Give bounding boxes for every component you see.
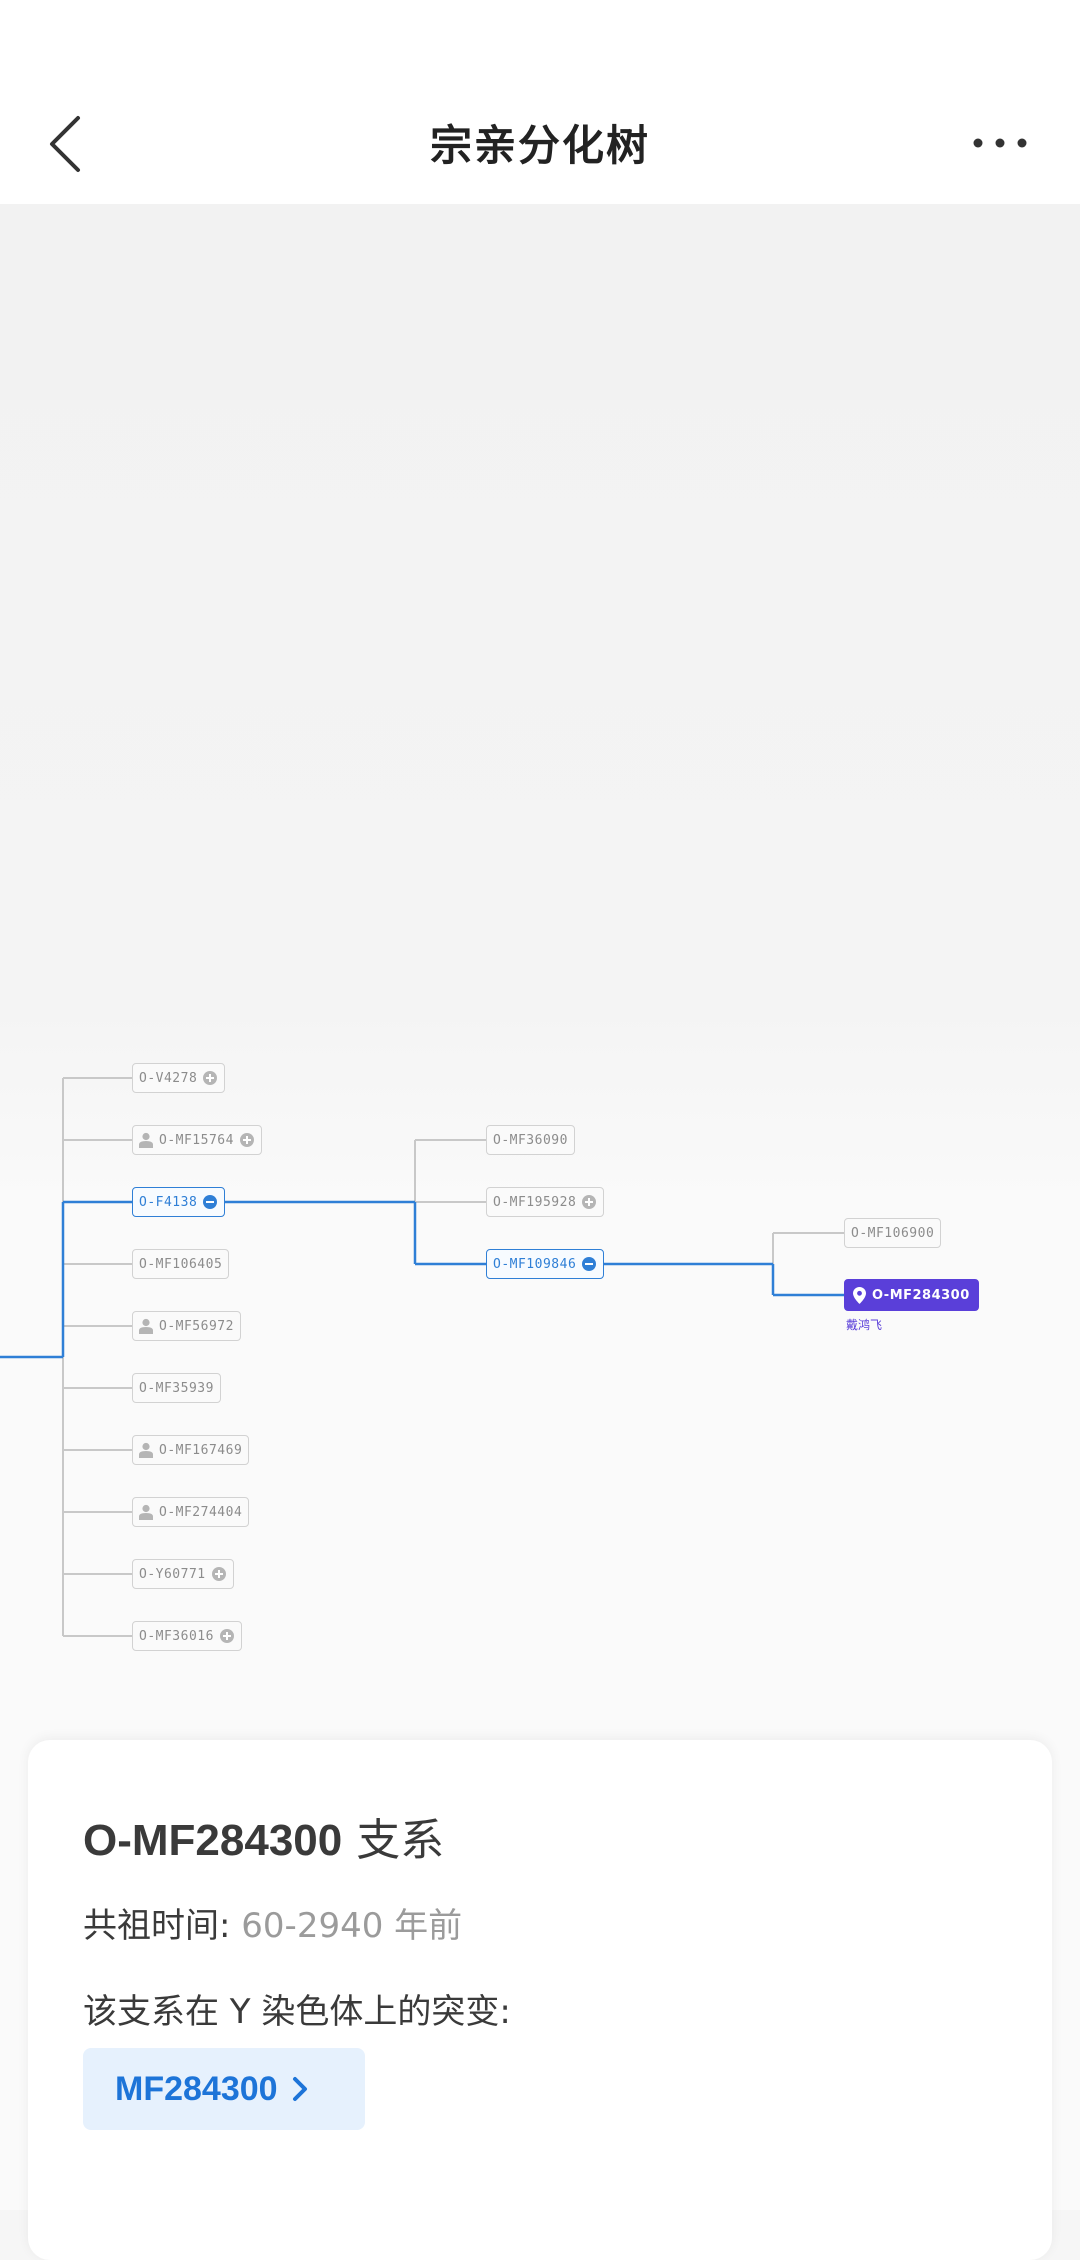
- expand-plus-icon[interactable]: [211, 1566, 227, 1582]
- tree-node[interactable]: O-MF15764: [132, 1125, 262, 1155]
- back-button[interactable]: [40, 108, 90, 180]
- common-ancestor-time: 共祖时间: 60-2940 年前: [83, 1898, 462, 1947]
- tree-node[interactable]: O-MF274404: [132, 1497, 250, 1527]
- node-label: O-V4278: [139, 1070, 198, 1086]
- node-label: O-MF36090: [493, 1132, 568, 1148]
- expand-plus-icon[interactable]: [202, 1070, 218, 1086]
- node-label: O-MF35939: [139, 1380, 214, 1396]
- collapse-minus-icon[interactable]: [202, 1194, 218, 1210]
- person-icon: [139, 1132, 153, 1148]
- node-label: O-MF56972: [159, 1318, 234, 1334]
- person-icon: [139, 1504, 153, 1520]
- person-icon: [139, 1442, 153, 1458]
- more-dots-icon: [973, 138, 1027, 148]
- app-header: 宗亲分化树: [0, 0, 1080, 204]
- node-label: O-MF274404: [159, 1504, 243, 1520]
- tree-node[interactable]: O-MF56972: [132, 1311, 241, 1341]
- expand-plus-icon[interactable]: [219, 1628, 235, 1644]
- tree-node[interactable]: O-MF106405: [132, 1249, 230, 1279]
- more-options-button[interactable]: [960, 118, 1040, 168]
- node-label: O-MF195928: [493, 1194, 577, 1210]
- tree-node[interactable]: O-MF106900: [844, 1218, 942, 1248]
- mutation-chip-button[interactable]: MF284300: [83, 2048, 365, 2130]
- tree-node[interactable]: O-MF35939: [132, 1373, 221, 1403]
- chevron-right-icon: [292, 2076, 308, 2102]
- node-label: O-MF15764: [159, 1132, 234, 1148]
- node-label: O-MF109846: [493, 1256, 577, 1272]
- node-label: O-MF167469: [159, 1442, 243, 1458]
- node-owner-name: 戴鸿飞: [846, 1318, 883, 1332]
- person-icon: [139, 1318, 153, 1334]
- node-label: O-MF284300: [872, 1287, 970, 1303]
- tree-node[interactable]: O-MF167469: [132, 1435, 250, 1465]
- collapse-minus-icon[interactable]: [581, 1256, 597, 1272]
- back-arrow-icon: [50, 116, 80, 172]
- tree-connector-lines: [0, 1077, 844, 1637]
- branch-suffix: 支系: [356, 1815, 445, 1866]
- tree-node[interactable]: O-Y60771: [132, 1559, 234, 1589]
- expand-plus-icon[interactable]: [581, 1194, 597, 1210]
- tree-node[interactable]: O-MF36090: [486, 1125, 575, 1155]
- tree-node[interactable]: O-MF195928: [486, 1187, 605, 1217]
- tree-node-active[interactable]: O-F4138: [132, 1187, 226, 1217]
- tree-node[interactable]: O-MF36016: [132, 1621, 242, 1651]
- node-label: O-F4138: [139, 1194, 198, 1210]
- tree-node-active[interactable]: O-MF109846: [486, 1249, 605, 1279]
- time-label: 共祖时间:: [83, 1906, 231, 1946]
- node-label: O-MF106405: [139, 1256, 223, 1272]
- page-title: 宗亲分化树: [429, 121, 650, 170]
- branch-info-card: O-MF284300 支系 共祖时间: 60-2940 年前 该支系在 Y 染色…: [28, 1740, 1052, 2260]
- branch-id: O-MF284300: [83, 1816, 343, 1865]
- tree-node-current[interactable]: O-MF284300: [844, 1279, 979, 1311]
- expand-plus-icon[interactable]: [239, 1132, 255, 1148]
- time-value: 60-2940 年前: [241, 1906, 463, 1946]
- node-label: O-MF106900: [851, 1225, 935, 1241]
- mutation-chip-label: MF284300: [115, 2069, 278, 2108]
- tree-node[interactable]: O-V4278: [132, 1063, 226, 1093]
- node-label: O-Y60771: [139, 1566, 206, 1582]
- mutation-label: 该支系在 Y 染色体上的突变:: [83, 1992, 511, 2032]
- node-label: O-MF36016: [139, 1628, 214, 1644]
- branch-title: O-MF284300 支系: [83, 1804, 444, 1868]
- location-pin-icon: [853, 1286, 866, 1304]
